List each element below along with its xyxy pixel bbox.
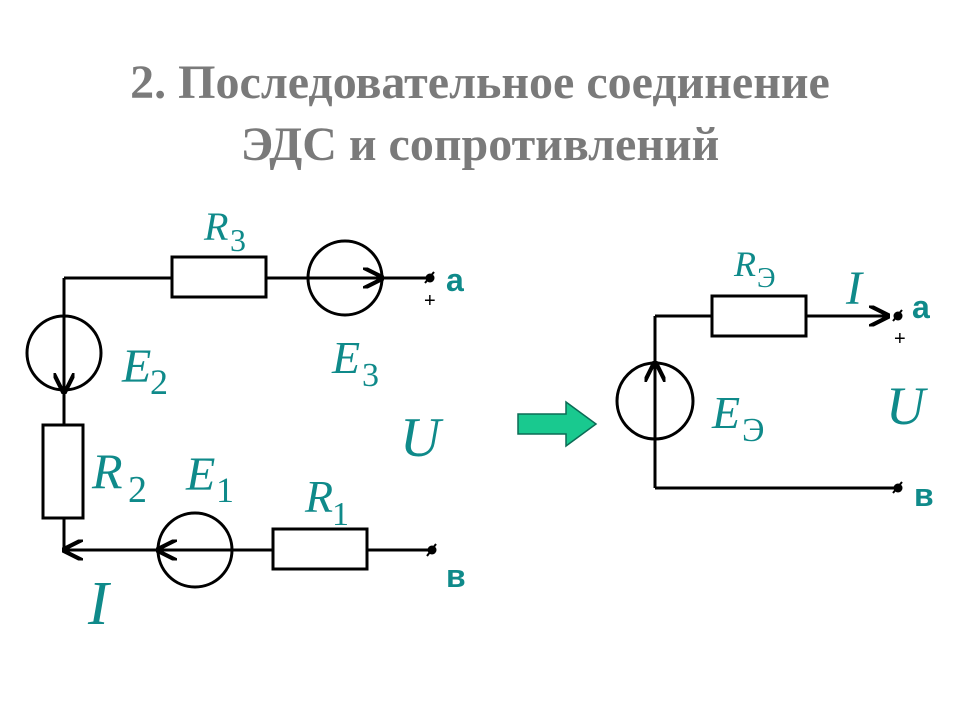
title-line-2: ЭДС и сопротивлений — [240, 118, 720, 171]
left-terminal-a — [424, 271, 435, 284]
resistor-re — [710, 294, 808, 338]
svg-text:1: 1 — [332, 496, 349, 533]
right-circuit — [615, 294, 896, 490]
resistor-r1 — [271, 527, 369, 571]
svg-text:R: R — [733, 244, 756, 284]
svg-text:2: 2 — [128, 469, 147, 511]
svg-text:3: 3 — [362, 357, 379, 394]
right-terminal-b — [892, 481, 903, 494]
svg-text:E: E — [331, 332, 360, 383]
svg-text:R: R — [91, 443, 123, 499]
right-plus-sign: + — [894, 328, 906, 350]
label-current-i-left: I — [87, 570, 112, 638]
label-current-i-right: I — [845, 262, 864, 315]
right-terminal-b-label: в — [914, 477, 934, 513]
right-terminal-a-label: а — [912, 289, 930, 325]
left-terminal-a-label: а — [446, 262, 464, 298]
svg-text:R: R — [203, 204, 228, 249]
right-terminal-a — [892, 309, 903, 322]
label-ee: E Э — [711, 387, 764, 449]
svg-text:E: E — [711, 387, 740, 438]
label-r3: R 3 — [203, 204, 246, 258]
label-r2: R 2 — [91, 443, 147, 511]
svg-text:E: E — [121, 340, 151, 393]
left-plus-sign: + — [424, 290, 436, 312]
svg-text:E: E — [185, 448, 215, 501]
svg-text:3: 3 — [230, 222, 246, 258]
label-r1: R 1 — [304, 471, 349, 533]
svg-text:R: R — [304, 471, 333, 522]
resistor-r2 — [41, 423, 85, 520]
page-title: 2. Последовательное соединение ЭДС и соп… — [0, 52, 960, 176]
label-re: R Э — [733, 244, 775, 294]
label-e2: E 2 — [121, 340, 168, 402]
left-circuit — [25, 239, 430, 589]
label-e1: E 1 — [185, 448, 234, 510]
transition-arrow-icon — [517, 400, 598, 448]
label-voltage-u-right: U — [886, 376, 928, 436]
title-line-1: 2. Последовательное соединение — [130, 56, 830, 109]
label-e3: E 3 — [331, 332, 379, 394]
left-terminal-b — [426, 543, 437, 557]
svg-text:1: 1 — [216, 470, 234, 510]
left-terminal-b-label: в — [446, 558, 466, 594]
resistor-r3 — [170, 255, 268, 299]
svg-text:Э: Э — [742, 412, 764, 449]
label-voltage-u-left: U — [400, 407, 444, 469]
svg-text:2: 2 — [150, 362, 168, 402]
svg-text:Э: Э — [757, 263, 775, 294]
